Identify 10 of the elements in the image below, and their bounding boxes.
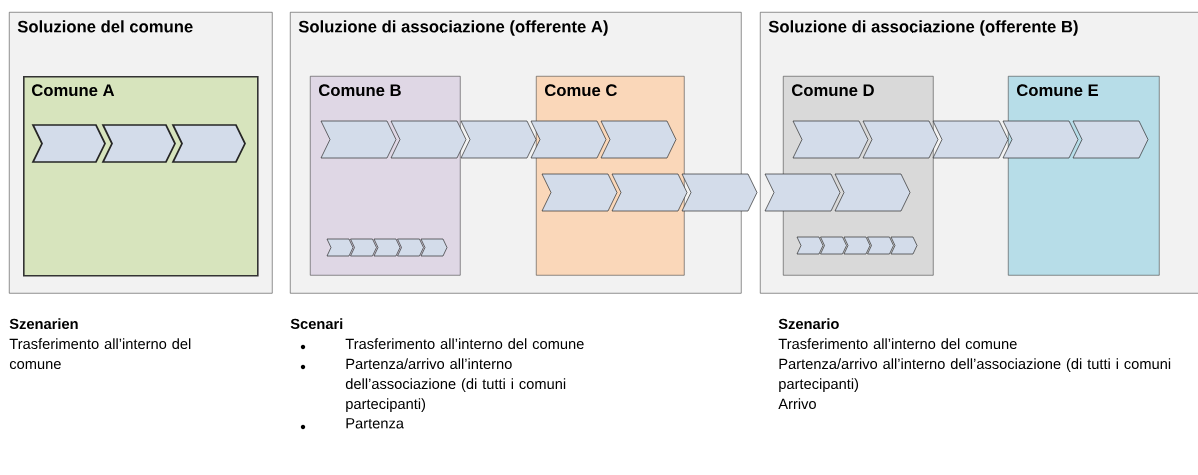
scenario-text: Trasferimento all’interno del comune xyxy=(778,338,1017,350)
bullet-item: Partenza/arrivo all’interno dell’associazione (di tutti i comuni partecipanti) xyxy=(345,358,566,412)
scenario-heading: Szenarien xyxy=(9,318,78,330)
scenario-heading: Scenari xyxy=(290,318,343,330)
scenario-text: Arrivo xyxy=(778,398,816,410)
scenario-text: Trasferimento all’interno del comune xyxy=(9,338,191,370)
scenario-heading: Szenario xyxy=(778,318,839,330)
scenario-text: Partenza/arrivo all’interno dell’associazione (di tutti i comuni partecipanti) xyxy=(779,358,1171,392)
bullet-item: Trasferimento all’interno del comune xyxy=(345,338,584,350)
bullet-item: Partenza xyxy=(346,418,404,429)
